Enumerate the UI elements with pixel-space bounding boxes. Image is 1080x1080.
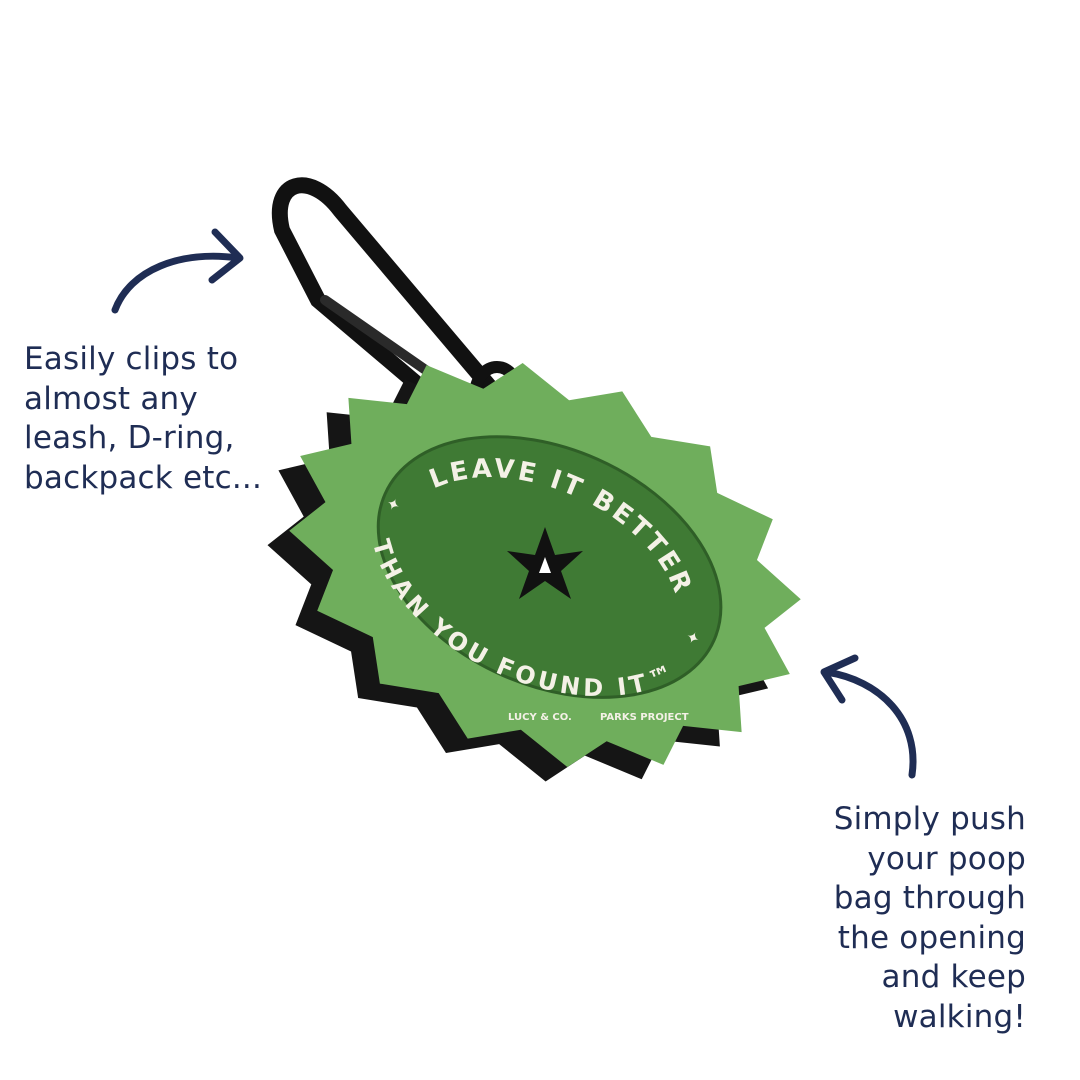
caption-line: walking! bbox=[893, 998, 1026, 1035]
caption-clip: Easily clips to almost any leash, D-ring… bbox=[24, 340, 262, 498]
caption-line: Simply push bbox=[833, 801, 1026, 837]
caption-line: almost any bbox=[24, 380, 198, 417]
arrow-left-icon bbox=[111, 228, 244, 314]
caption-line: backpack etc... bbox=[24, 459, 263, 496]
caption-line: Easily clips to bbox=[24, 341, 239, 377]
caption-push-bag: Simply push your poop bag through the op… bbox=[834, 800, 1026, 1037]
logo-lucy-co: LUCY & CO. bbox=[508, 712, 572, 723]
logo-parks-project: PARKS PROJECT bbox=[600, 712, 689, 723]
poop-bag-holder-tag: LEAVE IT BETTER THAN YOU FOUND IT™ ✦ ✦ bbox=[267, 362, 801, 782]
caption-line: your poop bbox=[867, 840, 1026, 877]
asterisk-opening bbox=[507, 527, 583, 599]
caption-line: bag through bbox=[833, 880, 1026, 916]
caption-line: leash, D-ring, bbox=[24, 420, 235, 456]
caption-line: and keep bbox=[881, 959, 1026, 995]
carabiner-clip bbox=[272, 177, 525, 429]
arrow-right-icon bbox=[820, 654, 917, 779]
caption-line: the opening bbox=[837, 919, 1026, 956]
